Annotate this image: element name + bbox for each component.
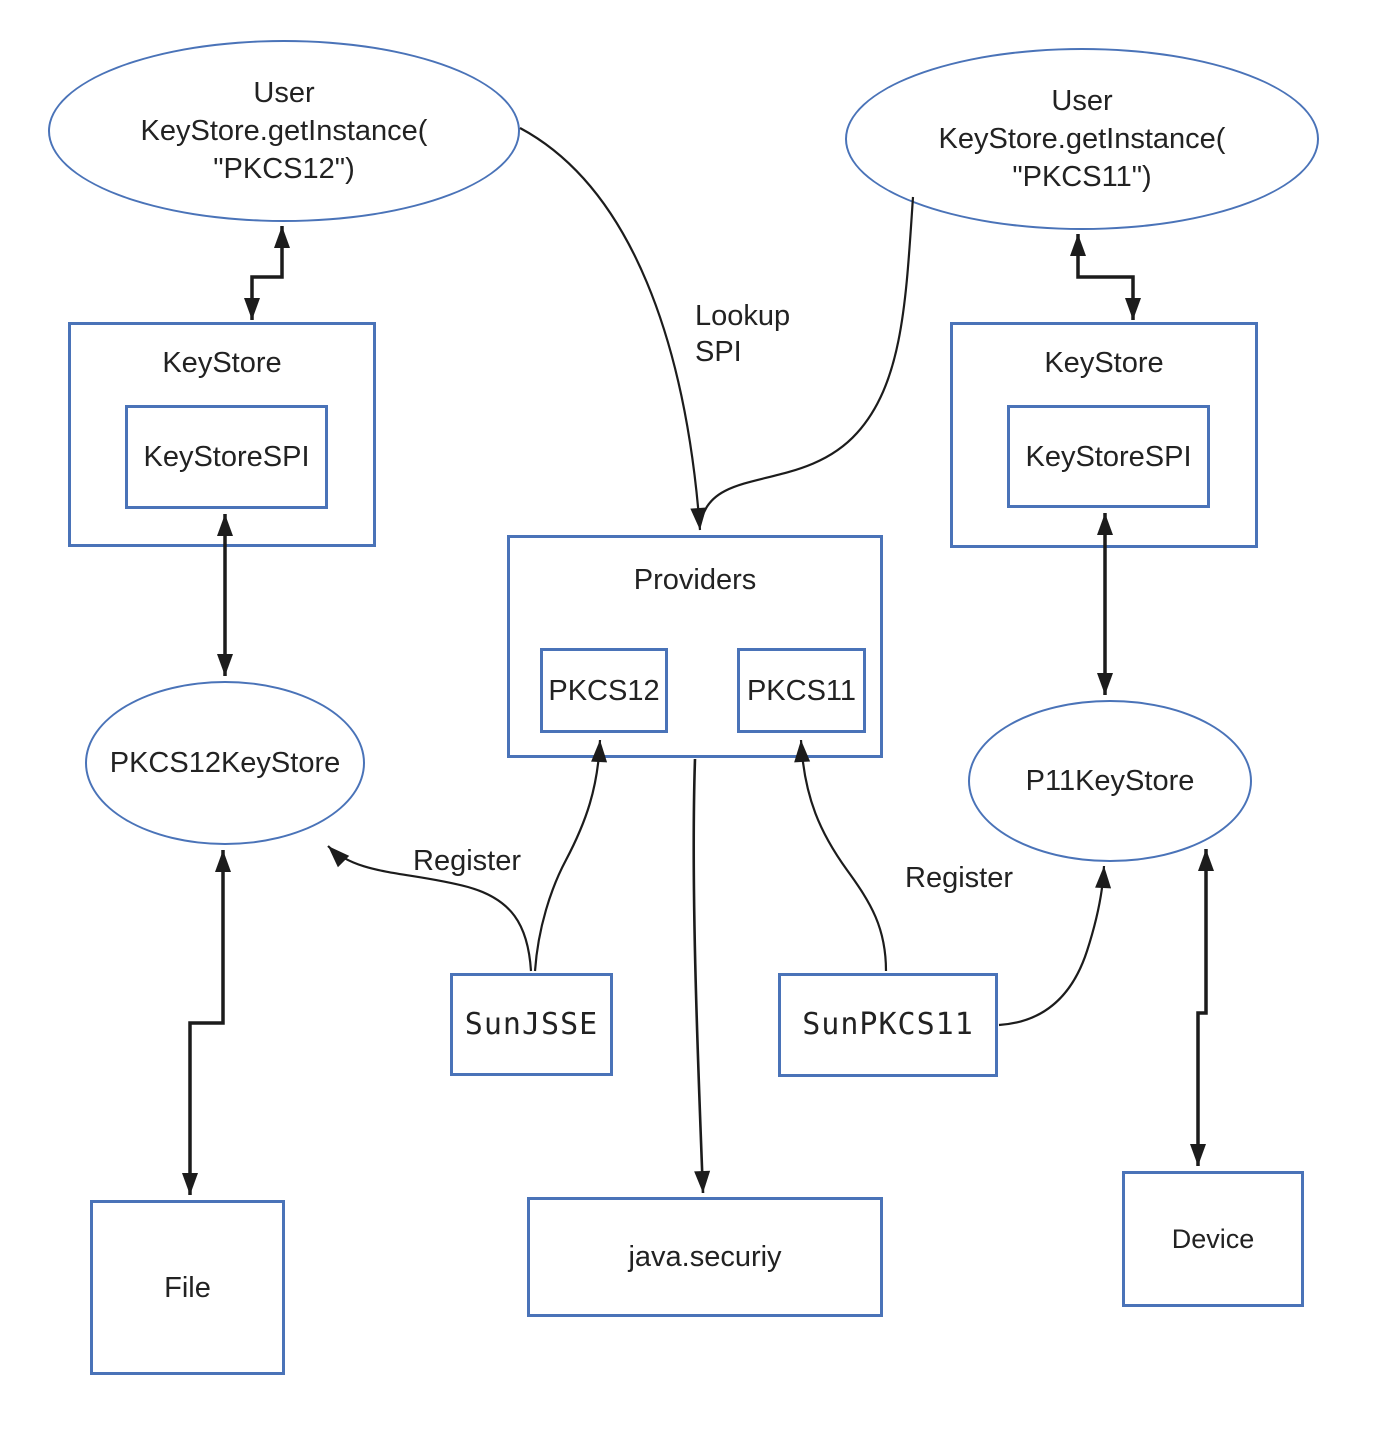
edge-pkcs12keystore-to-file <box>182 850 231 1195</box>
node-label: P11KeyStore <box>1025 765 1195 797</box>
node-provider-pkcs12: PKCS12 <box>540 648 668 733</box>
edge-p11keystore-to-device <box>1190 849 1214 1166</box>
node-keystorespi-right: KeyStoreSPI <box>1007 405 1210 508</box>
edge-label-lookup-spi: Lookup SPI <box>695 300 791 368</box>
node-p11keystore: P11KeyStore <box>968 700 1252 862</box>
edge-label-register-left: Register <box>413 845 521 877</box>
node-label: KeyStoreSPI <box>143 441 310 473</box>
node-label: java.securiy <box>628 1241 782 1273</box>
node-sunjsse: SunJSSE <box>450 973 613 1076</box>
edge-label-register-right: Register <box>905 862 1013 894</box>
node-label: PKCS12 <box>548 674 660 707</box>
node-label: User KeyStore.getInstance( "PKCS11") <box>938 85 1226 193</box>
node-device: Device <box>1122 1171 1304 1307</box>
edge-lookup-spi-from-pkcs12-user <box>519 127 707 531</box>
node-label: User KeyStore.getInstance( "PKCS12") <box>140 77 428 185</box>
edge-providers-to-java-security <box>692 758 711 1194</box>
node-label: PKCS11 <box>746 674 857 707</box>
node-pkcs12keystore: PKCS12KeyStore <box>85 681 365 845</box>
node-label: SunPKCS11 <box>802 1007 974 1042</box>
node-file: File <box>90 1200 285 1375</box>
edge-user-pkcs12-to-keystore <box>244 226 290 320</box>
node-provider-pkcs11: PKCS11 <box>737 648 866 733</box>
edge-register-sunjsse-to-pkcs12-provider <box>533 739 608 972</box>
node-label: KeyStoreSPI <box>1025 440 1192 473</box>
node-label: KeyStore <box>162 347 282 379</box>
node-label: File <box>164 1271 211 1304</box>
edge-sunpkcs11-to-p11keystore <box>998 865 1112 1027</box>
node-sunpkcs11: SunPKCS11 <box>778 973 998 1077</box>
edge-user-pkcs11-to-keystore <box>1070 234 1141 320</box>
node-java-security: java.securiy <box>527 1197 883 1317</box>
node-label: Providers <box>633 564 757 596</box>
node-label: PKCS12KeyStore <box>109 747 341 779</box>
node-label: SunJSSE <box>464 1006 599 1042</box>
node-keystorespi-left: KeyStoreSPI <box>125 405 328 509</box>
edge-register-sunpkcs11-to-pkcs11-provider <box>794 739 888 972</box>
node-user-keystore-getinstance-pkcs11: User KeyStore.getInstance( "PKCS11") <box>845 48 1319 230</box>
node-user-keystore-getinstance-pkcs12: User KeyStore.getInstance( "PKCS12") <box>48 40 520 222</box>
node-label: Device <box>1171 1224 1255 1254</box>
node-label: KeyStore <box>1044 347 1164 379</box>
